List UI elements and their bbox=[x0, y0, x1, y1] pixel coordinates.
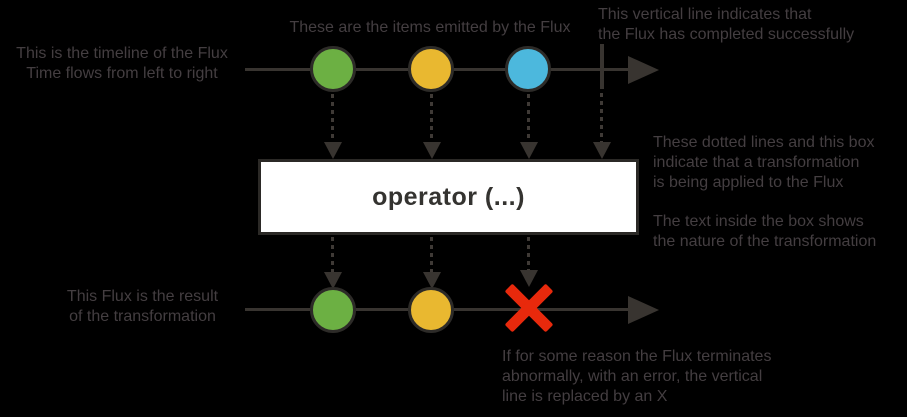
down-arrow-icon bbox=[324, 272, 342, 289]
annotation-line: indicate that a transformation bbox=[653, 154, 860, 171]
annotation-line: This Flux is the result bbox=[66, 288, 219, 305]
down-arrow-icon bbox=[593, 142, 611, 159]
annotation-line: is being applied to the Flux bbox=[653, 174, 844, 191]
dotted-line bbox=[430, 237, 433, 273]
annotation-line: Time flows from left to right bbox=[26, 65, 218, 82]
complete-line bbox=[600, 44, 604, 89]
annotation-line: the Flux has completed successfully bbox=[598, 26, 855, 43]
annotation-line: This is the timeline of the Flux bbox=[16, 45, 228, 62]
source-timeline-arrow-icon bbox=[628, 56, 659, 84]
annotation-complete: This vertical line indicates that the Fl… bbox=[598, 5, 903, 45]
annotation-line: These are the items emitted by the Flux bbox=[289, 19, 571, 36]
annotation-line: This vertical line indicates that bbox=[598, 6, 812, 23]
annotation-line: line is replaced by an X bbox=[502, 388, 668, 405]
annotation-line: The text inside the box shows bbox=[653, 213, 864, 230]
dotted-line bbox=[430, 94, 433, 142]
result-timeline-arrow-icon bbox=[628, 296, 659, 324]
dotted-line bbox=[527, 94, 530, 142]
annotation-items-emitted: These are the items emitted by the Flux bbox=[250, 18, 610, 38]
source-marble-green bbox=[310, 46, 356, 92]
annotation-line: If for some reason the Flux terminates bbox=[502, 348, 772, 365]
dotted-line bbox=[331, 94, 334, 142]
annotation-result: This Flux is the result of the transform… bbox=[40, 287, 245, 327]
operator-box: operator (...) bbox=[258, 159, 639, 235]
annotation-transformation: These dotted lines and this box indicate… bbox=[653, 133, 905, 193]
annotation-timeline: This is the timeline of the Flux Time fl… bbox=[8, 44, 236, 84]
annotation-line: These dotted lines and this box bbox=[653, 134, 875, 151]
annotation-box-text: The text inside the box shows the nature… bbox=[653, 212, 907, 252]
dotted-line bbox=[600, 93, 603, 142]
down-arrow-icon bbox=[423, 142, 441, 159]
annotation-line: the nature of the transformation bbox=[653, 233, 877, 250]
down-arrow-icon bbox=[520, 142, 538, 159]
result-marble-green bbox=[310, 287, 356, 333]
dotted-line bbox=[331, 237, 334, 273]
down-arrow-icon bbox=[324, 142, 342, 159]
annotation-line: of the transformation bbox=[69, 308, 216, 325]
source-marble-yellow bbox=[408, 46, 454, 92]
annotation-error: If for some reason the Flux terminates a… bbox=[502, 347, 812, 407]
down-arrow-icon bbox=[423, 272, 441, 289]
annotation-line: abnormally, with an error, the vertical bbox=[502, 368, 763, 385]
error-x-icon bbox=[504, 283, 554, 333]
operator-label: operator (...) bbox=[372, 182, 525, 211]
source-marble-blue bbox=[505, 46, 551, 92]
dotted-line bbox=[527, 237, 530, 273]
down-arrow-icon bbox=[520, 270, 538, 287]
result-marble-yellow bbox=[408, 287, 454, 333]
